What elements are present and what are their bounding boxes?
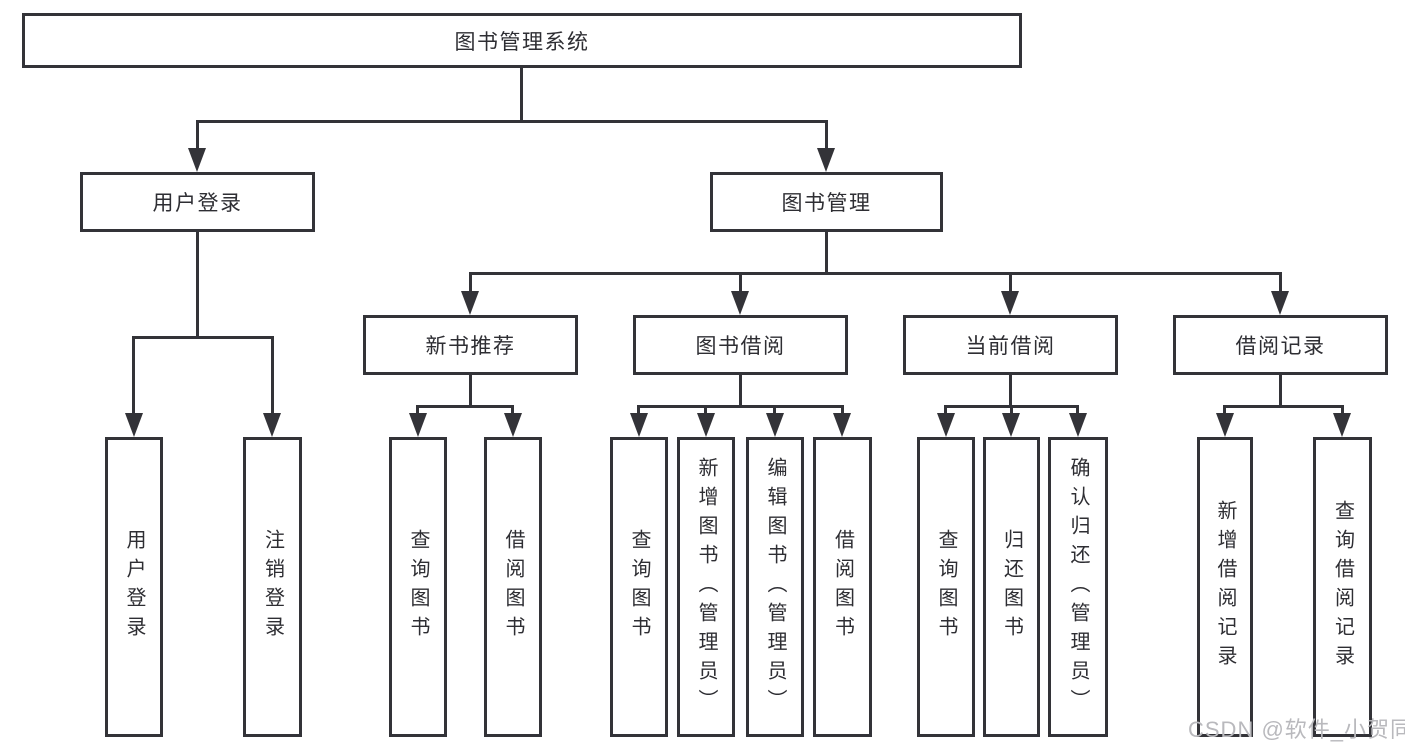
connector-hline: [469, 272, 1282, 275]
leaf-edit-book-admin: 编辑图书（管理员）: [746, 437, 804, 737]
leaf-logout: 注销登录: [243, 437, 302, 737]
connector-hline: [637, 405, 844, 408]
arrowhead-down-icon: [817, 148, 835, 172]
arrowhead-down-icon: [937, 413, 955, 437]
arrowhead-down-icon: [1216, 413, 1234, 437]
connector-hline: [1223, 405, 1344, 408]
leaf-confirm-return-admin: 确认归还（管理员）: [1048, 437, 1108, 737]
connector-stem: [1076, 405, 1079, 416]
connector-stem: [132, 336, 135, 415]
node-book-management: 图书管理: [710, 172, 943, 232]
connector-stem: [1279, 272, 1282, 293]
leaf-add-book-admin: 新增图书（管理员）: [677, 437, 735, 737]
leaf-borrow-books-borrowing: 借阅图书: [813, 437, 872, 737]
node-borrowing-records: 借阅记录: [1173, 315, 1388, 375]
arrowhead-down-icon: [630, 413, 648, 437]
node-new-book-recommendation: 新书推荐: [363, 315, 578, 375]
connector-stem: [1341, 405, 1344, 416]
connector-vline: [1009, 375, 1012, 405]
node-root: 图书管理系统: [22, 13, 1022, 68]
node-book-borrowing: 图书借阅: [633, 315, 848, 375]
connector-stem: [825, 120, 828, 150]
leaf-label: 查询借阅记录: [1331, 500, 1354, 674]
connector-stem: [773, 405, 776, 416]
leaf-query-borrow-record: 查询借阅记录: [1313, 437, 1372, 737]
leaf-query-books-borrowing: 查询图书: [610, 437, 668, 737]
arrowhead-down-icon: [461, 291, 479, 315]
arrowhead-down-icon: [409, 413, 427, 437]
leaf-query-books-recommend: 查询图书: [389, 437, 447, 737]
connector-stem: [944, 405, 947, 416]
leaf-label: 用户登录: [123, 529, 145, 645]
connector-vline: [1279, 375, 1282, 405]
arrowhead-down-icon: [263, 413, 281, 437]
arrowhead-down-icon: [1002, 413, 1020, 437]
arrowhead-down-icon: [766, 413, 784, 437]
connector-stem: [416, 405, 419, 416]
leaf-label: 新增图书（管理员）: [695, 456, 717, 718]
leaf-query-books-current: 查询图书: [917, 437, 975, 737]
connector-stem: [704, 405, 707, 416]
connector-vline: [825, 232, 828, 272]
connector-stem: [511, 405, 514, 416]
connector-stem: [1010, 405, 1013, 416]
arrowhead-down-icon: [125, 413, 143, 437]
leaf-user-login: 用户登录: [105, 437, 163, 737]
arrowhead-down-icon: [188, 148, 206, 172]
connector-vline: [520, 68, 523, 120]
leaf-return-book: 归还图书: [983, 437, 1040, 737]
connector-stem: [469, 272, 472, 293]
node-current-borrowing: 当前借阅: [903, 315, 1118, 375]
leaf-label: 查询图书: [628, 529, 650, 645]
leaf-label: 归还图书: [1000, 529, 1023, 645]
connector-hline: [132, 336, 273, 339]
arrowhead-down-icon: [1333, 413, 1351, 437]
leaf-label: 确认归还（管理员）: [1067, 456, 1089, 718]
arrowhead-down-icon: [1001, 291, 1019, 315]
leaf-label: 编辑图书（管理员）: [764, 456, 786, 718]
arrowhead-down-icon: [1271, 291, 1289, 315]
leaf-label: 借阅图书: [831, 529, 854, 645]
arrowhead-down-icon: [731, 291, 749, 315]
connector-stem: [841, 405, 844, 416]
arrowhead-down-icon: [504, 413, 522, 437]
leaf-label: 查询图书: [935, 529, 957, 645]
connector-hline: [416, 405, 514, 408]
arrowhead-down-icon: [1069, 413, 1087, 437]
connector-stem: [637, 405, 640, 416]
leaf-label: 查询图书: [407, 529, 429, 645]
connector-hline: [196, 120, 828, 123]
leaf-label: 注销登录: [261, 529, 284, 645]
arrowhead-down-icon: [833, 413, 851, 437]
leaf-add-borrow-record: 新增借阅记录: [1197, 437, 1253, 737]
connector-vline: [196, 232, 199, 336]
node-user-login: 用户登录: [80, 172, 315, 232]
leaf-borrow-books-recommend: 借阅图书: [484, 437, 542, 737]
csdn-watermark: CSDN @软件_小贺同学: [1188, 717, 1405, 742]
connector-vline: [469, 375, 472, 405]
connector-vline: [739, 375, 742, 405]
connector-stem: [271, 336, 274, 415]
leaf-label: 新增借阅记录: [1214, 500, 1236, 674]
connector-stem: [1009, 272, 1012, 293]
arrowhead-down-icon: [697, 413, 715, 437]
connector-stem: [196, 120, 199, 150]
leaf-label: 借阅图书: [502, 529, 524, 645]
connector-stem: [739, 272, 742, 293]
connector-stem: [1223, 405, 1226, 416]
